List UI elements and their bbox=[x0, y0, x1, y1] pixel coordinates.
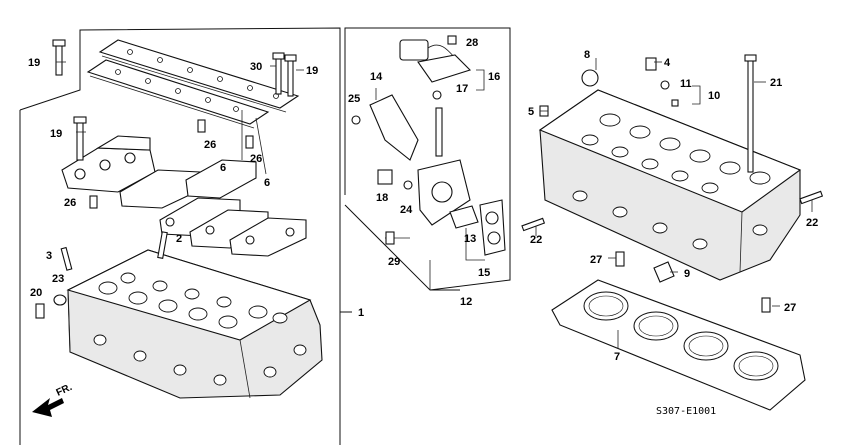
callout-7: 7 bbox=[614, 351, 620, 363]
callout-6-left: 6 bbox=[220, 162, 226, 174]
callout-26-left: 26 bbox=[64, 197, 76, 209]
callout-1: 1 bbox=[358, 307, 364, 319]
cylinder-head-right bbox=[538, 89, 802, 281]
callout-16: 16 bbox=[488, 71, 500, 83]
callout-20: 20 bbox=[30, 287, 42, 299]
rocker-arms-left bbox=[61, 135, 307, 257]
diagram-code: S307-E1001 bbox=[656, 406, 716, 417]
group-frame-cylinder-head bbox=[19, 27, 352, 445]
callout-18: 18 bbox=[376, 192, 388, 204]
callout-19-top-right: 19 bbox=[306, 65, 318, 77]
front-label: FR. bbox=[55, 382, 74, 399]
cylinder-head-left bbox=[66, 249, 323, 399]
callout-27-left: 27 bbox=[590, 254, 602, 266]
leader-lines bbox=[56, 58, 813, 348]
callout-26-mid: 26 bbox=[204, 139, 216, 151]
callout-9: 9 bbox=[684, 268, 690, 280]
group-frame-spool-valve bbox=[344, 27, 511, 291]
callout-23: 23 bbox=[52, 273, 64, 285]
head-gasket bbox=[551, 279, 806, 411]
callout-22-left: 22 bbox=[530, 234, 542, 246]
callout-13: 13 bbox=[464, 233, 476, 245]
spool-valve-assembly bbox=[369, 39, 506, 256]
callout-30: 30 bbox=[250, 61, 262, 73]
callout-21: 21 bbox=[770, 77, 782, 89]
callout-4: 4 bbox=[664, 57, 671, 69]
callout-5: 5 bbox=[528, 106, 534, 118]
callout-28: 28 bbox=[466, 37, 478, 49]
rocker-shaft-rails bbox=[86, 39, 300, 129]
callout-8: 8 bbox=[584, 49, 590, 61]
callout-12: 12 bbox=[460, 296, 472, 308]
callout-11: 11 bbox=[680, 78, 692, 90]
callout-17: 17 bbox=[456, 83, 468, 95]
front-direction-arrow: FR. bbox=[32, 382, 74, 417]
callout-3: 3 bbox=[46, 250, 52, 262]
fasteners bbox=[35, 35, 824, 319]
callouts: 1 2 3 4 5 6 6 7 8 9 10 11 12 13 14 15 16… bbox=[28, 37, 818, 363]
callout-10: 10 bbox=[708, 90, 720, 102]
callout-14: 14 bbox=[370, 71, 383, 83]
callout-25: 25 bbox=[348, 93, 360, 105]
callout-29: 29 bbox=[388, 256, 400, 268]
callout-6-right: 6 bbox=[264, 177, 270, 189]
callout-15: 15 bbox=[478, 267, 490, 279]
callout-24: 24 bbox=[400, 204, 413, 216]
callout-19-mid-left: 19 bbox=[50, 128, 62, 140]
callout-26-right: 26 bbox=[250, 153, 262, 165]
callout-19-top-left: 19 bbox=[28, 57, 40, 69]
callout-27-right: 27 bbox=[784, 302, 796, 314]
callout-2: 2 bbox=[176, 233, 182, 245]
callout-22-right: 22 bbox=[806, 217, 818, 229]
